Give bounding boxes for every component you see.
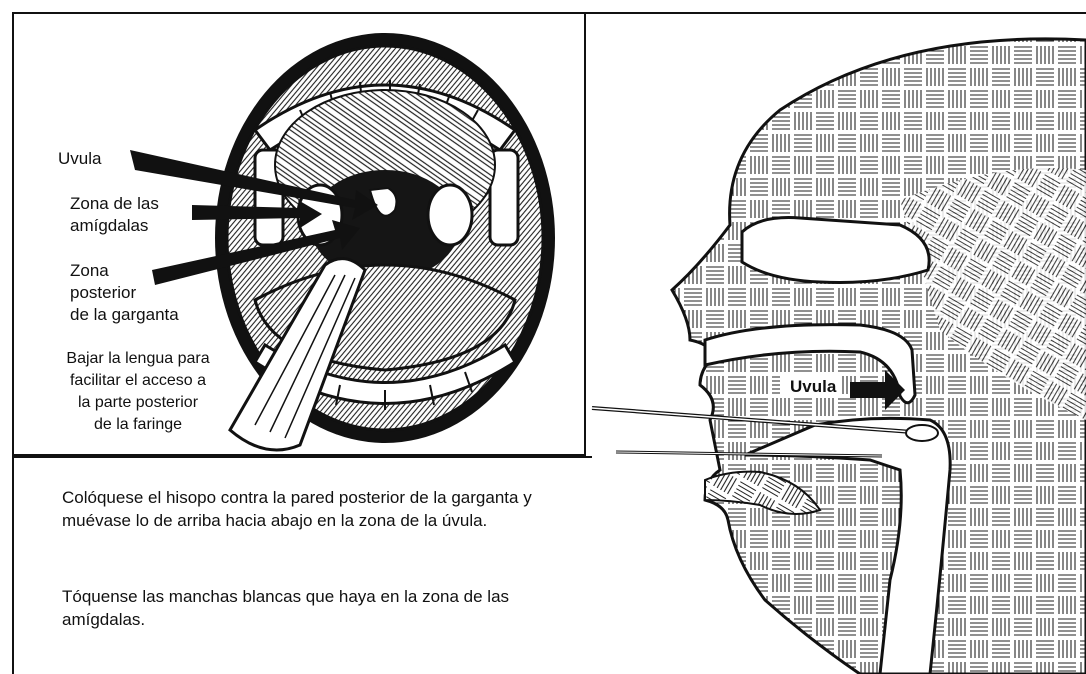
instruction-swab: Colóquese el hisopo contra la pared post… (62, 486, 532, 532)
head-uvula-label: Uvula (790, 376, 836, 398)
tonsils-label: Zona de las amígdalas (70, 193, 159, 237)
head-profile-drawing (592, 39, 1086, 674)
instruction-tonsils: Tóquense las manchas blancas que haya en… (62, 585, 509, 631)
tongue-depress-note: Bajar la lengua para facilitar el acceso… (38, 348, 238, 436)
posterior-throat-label: Zona posterior de la garganta (70, 260, 179, 326)
open-mouth-drawing (215, 33, 555, 450)
uvula-label: Uvula (58, 148, 101, 170)
